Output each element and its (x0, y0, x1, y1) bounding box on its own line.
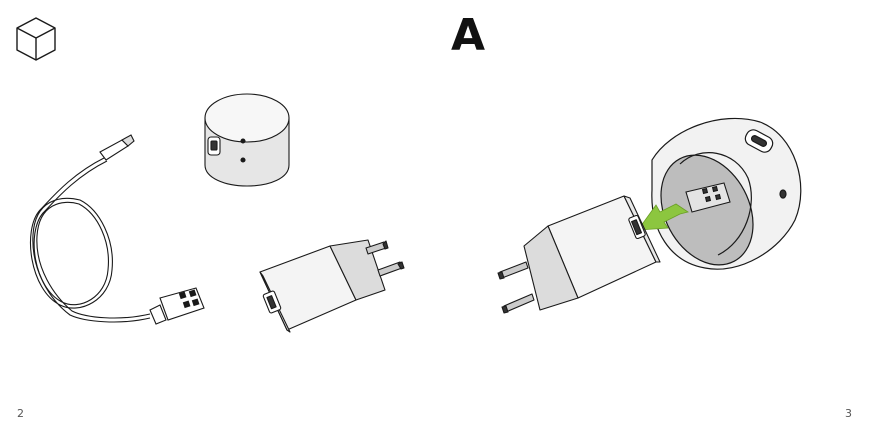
step-letter: A (450, 10, 486, 61)
usb-cable (29, 134, 205, 325)
wall-charger (259, 239, 405, 333)
page-number-right: 3 (845, 407, 852, 420)
cube-icon (16, 17, 56, 61)
usb-connector (685, 182, 731, 213)
wall-charger-insert (497, 195, 661, 314)
speaker-device (204, 93, 290, 187)
page-number-left: 2 (17, 407, 24, 420)
